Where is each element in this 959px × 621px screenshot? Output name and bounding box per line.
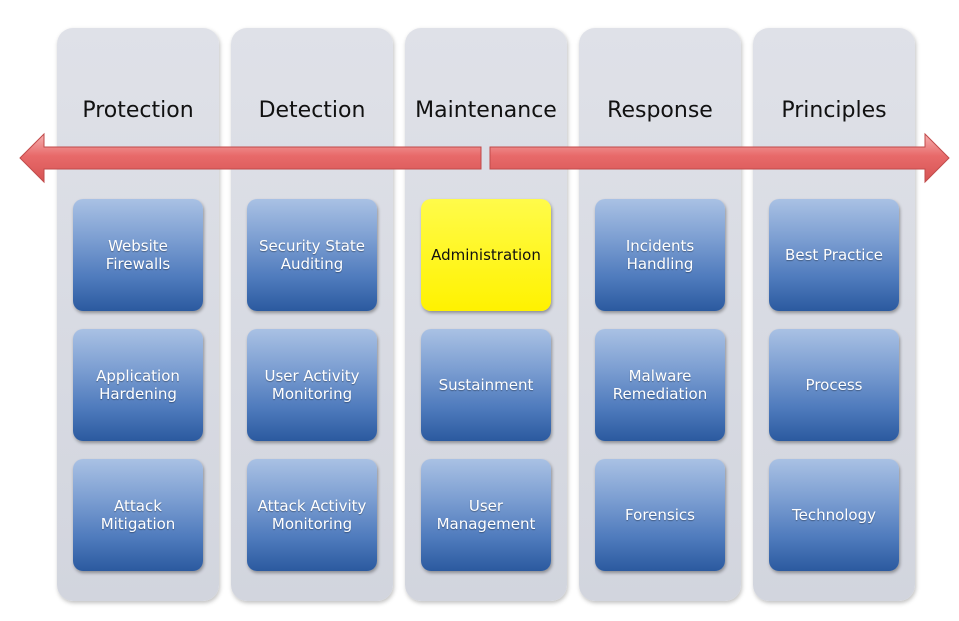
column-title-response: Response: [607, 98, 713, 123]
box-best-practice: Best Practice: [769, 199, 899, 311]
box-application-hardening: Application Hardening: [73, 329, 203, 441]
box-sustainment: Sustainment: [421, 329, 551, 441]
box-attack-activity-monitoring: Attack Activity Monitoring: [247, 459, 377, 571]
box-process: Process: [769, 329, 899, 441]
box-forensics: Forensics: [595, 459, 725, 571]
box-malware-remediation: Malware Remediation: [595, 329, 725, 441]
box-user-activity-monitoring: User Activity Monitoring: [247, 329, 377, 441]
box-attack-mitigation: Attack Mitigation: [73, 459, 203, 571]
box-technology: Technology: [769, 459, 899, 571]
box-website-firewalls: Website Firewalls: [73, 199, 203, 311]
box-incidents-handling: Incidents Handling: [595, 199, 725, 311]
box-administration: Administration: [421, 199, 551, 311]
column-title-principles: Principles: [781, 98, 887, 123]
right-arrow: [489, 132, 950, 184]
column-title-protection: Protection: [82, 98, 194, 123]
left-arrow: [19, 132, 482, 184]
box-user-management: User Management: [421, 459, 551, 571]
column-title-detection: Detection: [258, 98, 366, 123]
column-title-maintenance: Maintenance: [415, 98, 557, 123]
box-security-state-auditing: Security State Auditing: [247, 199, 377, 311]
